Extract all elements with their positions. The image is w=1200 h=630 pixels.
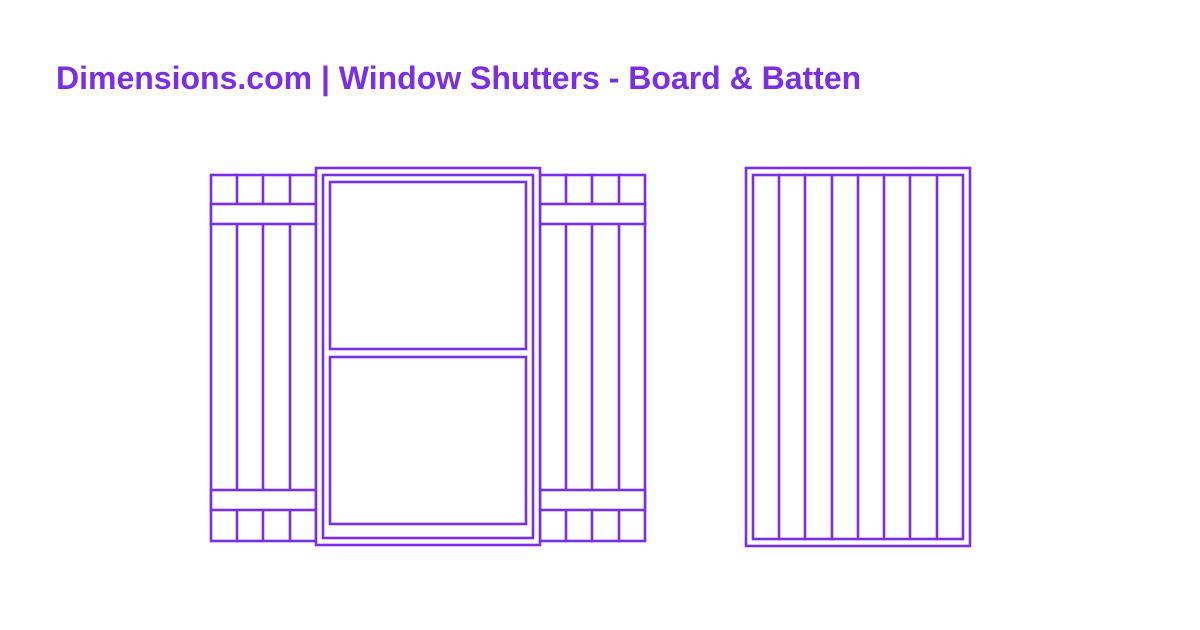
closed-shutter-outer-frame (744, 166, 972, 548)
left-shutter (209, 173, 318, 543)
window-inner-frame (321, 173, 535, 540)
window-upper-sash (328, 180, 528, 351)
window-with-open-shutters (209, 166, 647, 547)
right-shutter-top-batten (538, 202, 647, 226)
window-lower-sash (328, 355, 528, 526)
closed-shutter-board-and-batten (744, 166, 972, 548)
left-shutter-bottom-batten (209, 488, 318, 512)
page-title: Dimensions.com | Window Shutters - Board… (56, 60, 862, 96)
window (314, 166, 542, 547)
right-shutter-bottom-batten (538, 488, 647, 512)
left-shutter-top-batten (209, 202, 318, 226)
right-shutter (538, 173, 647, 543)
